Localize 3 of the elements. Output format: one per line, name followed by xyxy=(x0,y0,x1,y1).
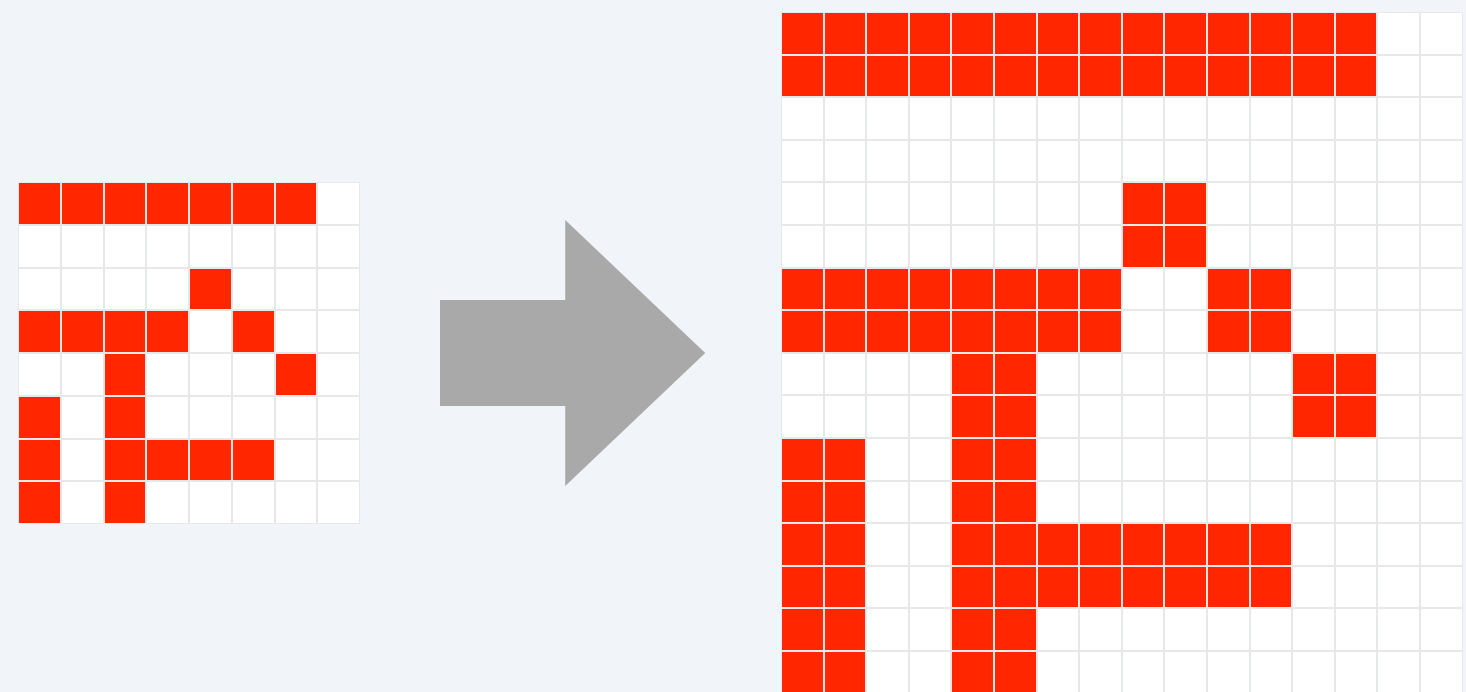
block-arrow xyxy=(440,220,706,486)
pixel-grid xyxy=(781,12,1463,692)
pixel-grid xyxy=(18,182,360,524)
